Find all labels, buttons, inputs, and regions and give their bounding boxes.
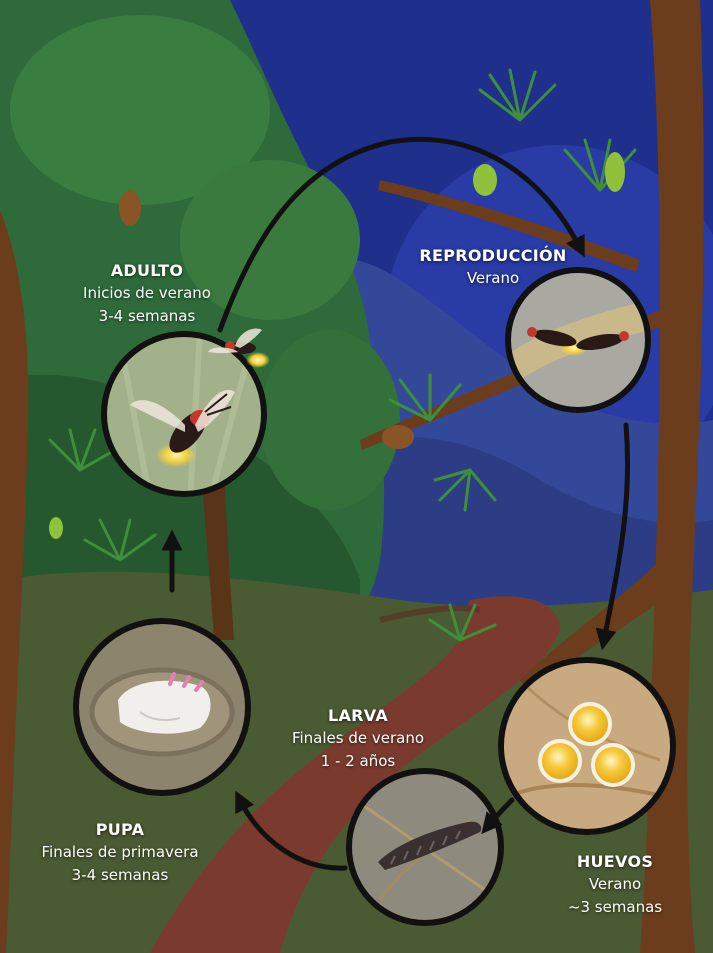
pupa-title: PUPA	[20, 818, 220, 841]
pupa-stage-bubble	[76, 621, 248, 793]
eggs-duration: ~3 semanas	[540, 896, 690, 919]
larva-stage-bubble	[349, 771, 501, 923]
foliage-clump	[260, 330, 400, 510]
larva-season: Finales de verano	[268, 727, 448, 750]
leaf-bud	[605, 152, 625, 192]
reproduction-label: REPRODUCCIÓN Verano	[403, 244, 583, 290]
adult-label: ADULTO Inicios de verano 3-4 semanas	[47, 259, 247, 328]
reproduction-season: Verano	[403, 267, 583, 290]
eggs-title: HUEVOS	[540, 850, 690, 873]
larva-title: LARVA	[268, 704, 448, 727]
pupa-duration: 3-4 semanas	[20, 864, 220, 887]
adult-title: ADULTO	[47, 259, 247, 282]
pupa-label: PUPA Finales de primavera 3-4 semanas	[20, 818, 220, 887]
larva-label: LARVA Finales de verano 1 - 2 años	[268, 704, 448, 773]
pine-cone	[119, 190, 141, 226]
larva-duration: 1 - 2 años	[268, 750, 448, 773]
pine-cone	[382, 425, 414, 449]
adult-duration: 3-4 semanas	[47, 305, 247, 328]
leaf-bud	[473, 164, 497, 196]
adult-season: Inicios de verano	[47, 282, 247, 305]
leaf-bud	[49, 517, 63, 539]
eggs-season: Verano	[540, 873, 690, 896]
pupa-season: Finales de primavera	[20, 841, 220, 864]
eggs-label: HUEVOS Verano ~3 semanas	[540, 850, 690, 919]
reproduction-title: REPRODUCCIÓN	[403, 244, 583, 267]
